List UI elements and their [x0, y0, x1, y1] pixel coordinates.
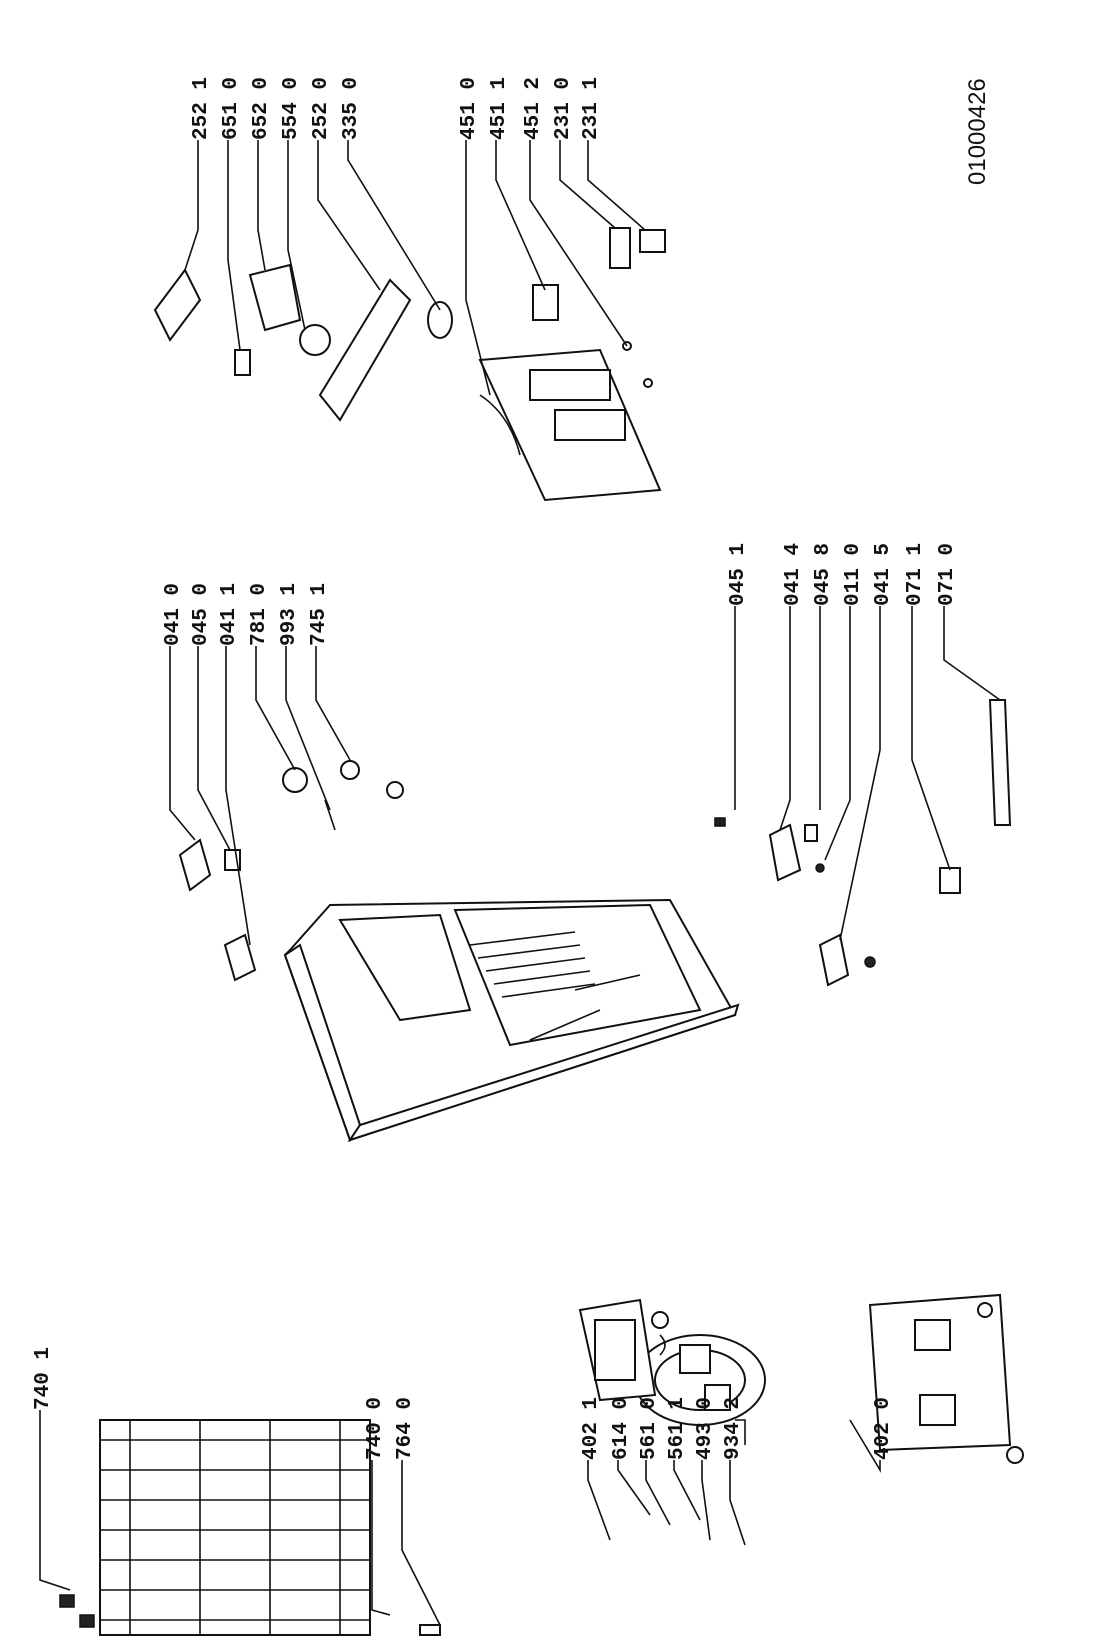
leader-lines: [39, 140, 1001, 1626]
part-label: 740 1: [32, 1347, 55, 1410]
part-label: 231 0: [552, 77, 575, 140]
part-label: 045 1: [727, 543, 750, 606]
part-label: 781 0: [248, 583, 271, 646]
part-label: 041 1: [218, 583, 241, 646]
part-label: 451 1: [488, 77, 511, 140]
cabinet-drawing: [283, 898, 740, 1143]
part-label: 451 0: [458, 77, 481, 140]
part-label: 561 0: [638, 1397, 661, 1460]
part-label: 554 0: [280, 77, 303, 140]
part-labels: 740 1 740 0 764 0 402 1 614 0 561 0 561 …: [32, 77, 991, 1460]
part-label: 045 0: [190, 583, 213, 646]
evaporator-drawing: [153, 227, 666, 502]
part-label: 451 2: [522, 77, 545, 140]
part-label: 041 0: [162, 583, 185, 646]
part-label: 402 1: [580, 1397, 603, 1460]
condenser-drawing: [59, 1419, 441, 1636]
part-label: 740 0: [364, 1397, 387, 1460]
part-label: 252 0: [310, 77, 333, 140]
part-label: 745 1: [308, 583, 331, 646]
document-id: 01000426: [964, 78, 991, 185]
part-label: 764 0: [394, 1397, 417, 1460]
part-label: 402 0: [872, 1397, 895, 1460]
part-label: 011 0: [842, 543, 865, 606]
part-label: 045 8: [812, 543, 835, 606]
part-label: 561 1: [666, 1397, 689, 1460]
part-label: 231 1: [580, 77, 603, 140]
part-label: 651 0: [220, 77, 243, 140]
part-label: 614 0: [610, 1397, 633, 1460]
part-label: 652 0: [250, 77, 273, 140]
part-label: 071 1: [904, 543, 927, 606]
part-label: 934 2: [722, 1397, 745, 1460]
part-label: 252 1: [190, 77, 213, 140]
part-label: 041 4: [782, 543, 805, 606]
hinges-drawing: [178, 760, 404, 982]
control-box-drawing: [578, 1298, 746, 1445]
part-label: 335 0: [340, 77, 363, 140]
part-label: 041 5: [872, 543, 895, 606]
part-label: 993 1: [278, 583, 301, 646]
part-label: 493 0: [694, 1397, 717, 1460]
part-label: 071 0: [936, 543, 959, 606]
door-parts-drawing: [714, 699, 1012, 987]
